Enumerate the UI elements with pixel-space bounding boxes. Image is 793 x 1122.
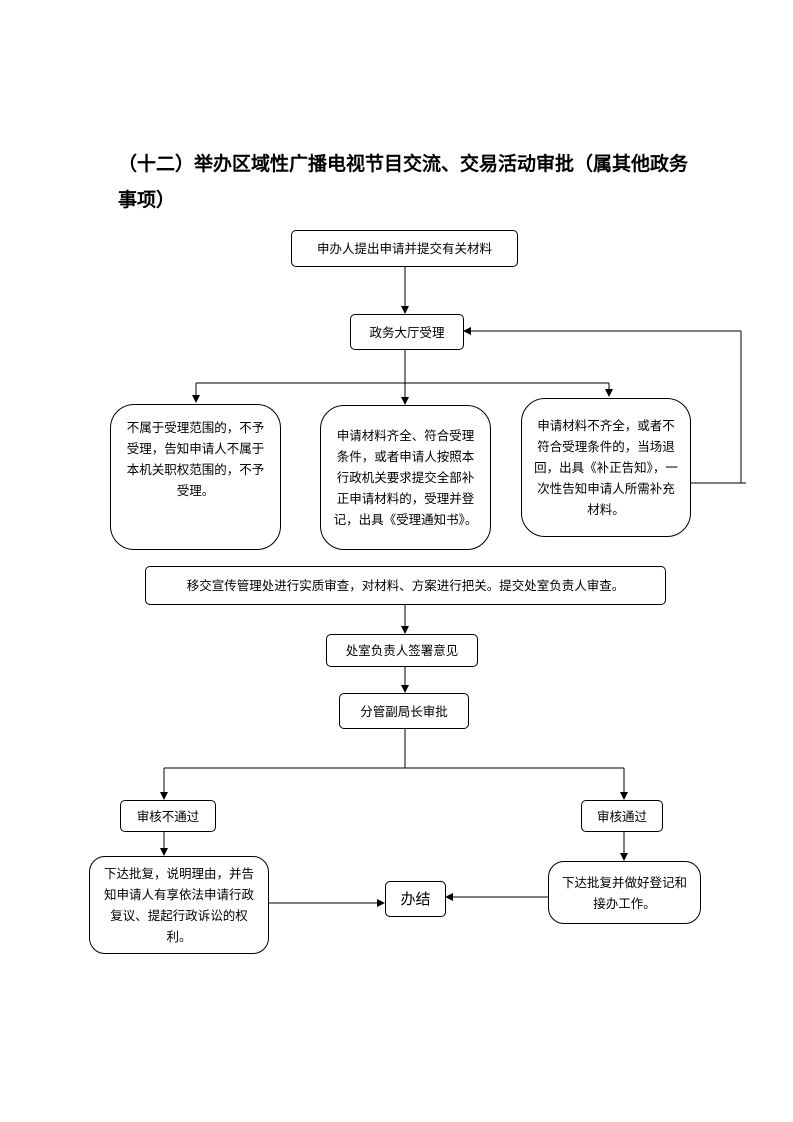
- node-approve: 分管副局长审批: [339, 693, 469, 729]
- node-review: 移交宣传管理处进行实质审查，对材料、方案进行把关。提交处室负责人审查。: [145, 566, 666, 605]
- node-reject-scope: 不属于受理范围的，不予受理，告知申请人不属于本机关职权范围的，不予受理。: [110, 404, 281, 550]
- node-pass-action: 下达批复并做好登记和接办工作。: [548, 861, 701, 924]
- node-accept: 申请材料齐全、符合受理条件，或者申请人按照本行政机关要求提交全部补正申请材料的，…: [320, 405, 491, 550]
- loop-back-line: [690, 331, 742, 484]
- node-hall: 政务大厅受理: [350, 314, 464, 350]
- node-fail-action: 下达批复，说明理由，并告知申请人有享依法申请行政复议、提起行政诉讼的权利。: [89, 856, 269, 954]
- node-sign: 处室负责人签署意见: [326, 634, 478, 667]
- page-title: （十二）举办区域性广播电视节目交流、交易活动审批（属其他政务事项）: [118, 153, 689, 211]
- node-fail: 审核不通过: [120, 800, 216, 832]
- node-pass: 审核通过: [581, 800, 663, 832]
- node-done: 办结: [385, 881, 446, 917]
- node-apply: 申办人提出申请并提交有关材料: [291, 230, 518, 267]
- node-incomplete: 申请材料不齐全，或者不符合受理条件的，当场退回，出具《补正告知》，一次性告知申请…: [521, 398, 691, 537]
